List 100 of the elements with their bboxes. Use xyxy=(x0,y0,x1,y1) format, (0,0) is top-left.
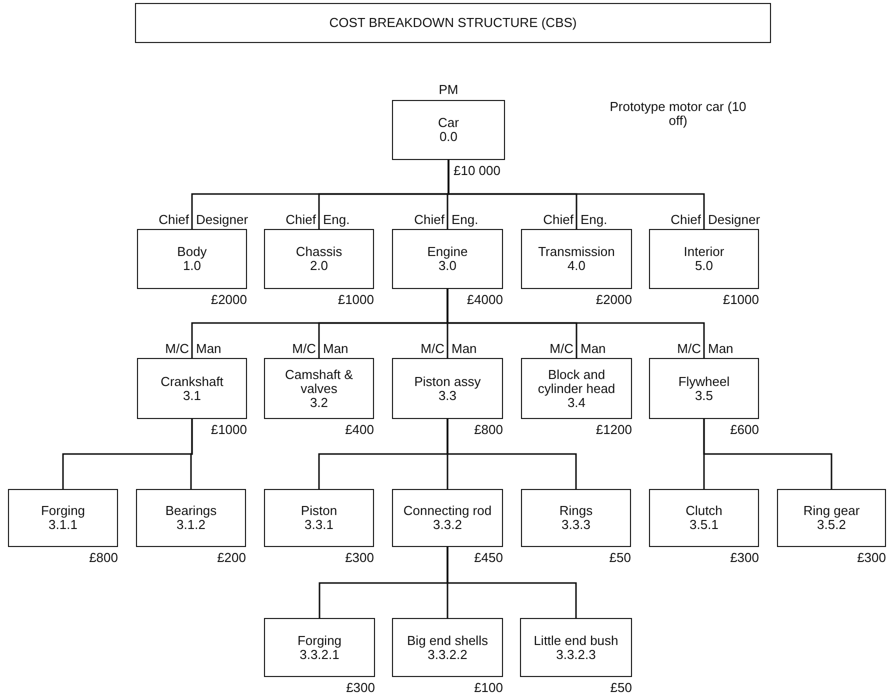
element-name: Connecting rod xyxy=(402,504,493,518)
role-label: Designer xyxy=(708,213,760,227)
cost-label: £800 xyxy=(89,551,118,565)
element-code: 3.1.2 xyxy=(176,518,206,532)
element-code: 3.3.2.3 xyxy=(555,648,597,662)
cost-element-box xyxy=(649,229,759,289)
cost-label: £4000 xyxy=(466,293,503,307)
element-name: Car xyxy=(437,116,460,130)
element-code: 1.0 xyxy=(182,259,202,273)
cost-label: £300 xyxy=(730,551,759,565)
cost-element-box xyxy=(137,358,247,419)
element-name: Forging xyxy=(296,634,343,648)
element-code: 3.2 xyxy=(308,396,330,410)
element-name: Little end bush xyxy=(532,634,620,648)
role-label: M/C xyxy=(550,342,574,356)
element-code: 3.4 xyxy=(567,396,587,410)
cost-element-box xyxy=(137,229,247,289)
element-name: Transmission xyxy=(537,245,616,259)
element-code: 3.3.2 xyxy=(433,518,462,532)
element-name: Body xyxy=(176,245,208,259)
cost-element-box xyxy=(8,489,118,547)
cost-element-box xyxy=(264,489,374,547)
role-label: M/C xyxy=(292,342,316,356)
element-name: Crankshaft xyxy=(160,374,224,388)
element-name: Camshaft & valves xyxy=(284,368,354,396)
element-code: 3.5 xyxy=(694,388,714,402)
element-code: 4.0 xyxy=(566,259,587,273)
cost-label: £300 xyxy=(346,681,375,695)
element-name: Flywheel xyxy=(677,374,731,388)
element-name: Rings xyxy=(558,504,594,518)
cost-element-box xyxy=(521,229,632,289)
connector-line xyxy=(190,419,193,489)
cost-element-box xyxy=(520,618,632,677)
cost-label: £400 xyxy=(345,423,374,437)
cost-label: £2000 xyxy=(210,293,247,307)
connector-line xyxy=(448,160,705,229)
role-label: Man xyxy=(196,342,222,356)
role-label: Designer xyxy=(196,213,248,227)
cost-label: £300 xyxy=(857,551,886,565)
cost-label: £10 000 xyxy=(454,164,500,178)
cost-element-box xyxy=(136,489,246,547)
element-code: 3.1.1 xyxy=(48,518,78,532)
cost-element-box xyxy=(777,489,886,547)
cost-element-box xyxy=(392,618,503,677)
cost-label: £1000 xyxy=(210,423,247,437)
role-label: Chief xyxy=(286,213,316,227)
role-label: Chief xyxy=(158,213,189,227)
element-code: 2.0 xyxy=(308,259,330,273)
element-name: Chassis xyxy=(294,245,344,259)
element-name: Piston xyxy=(300,504,338,518)
role-label: PM xyxy=(438,83,460,97)
element-code: 3.3.2.2 xyxy=(426,648,468,662)
cost-label: £100 xyxy=(474,681,503,695)
connector-line xyxy=(703,419,832,489)
element-name: Interior xyxy=(682,245,726,259)
element-code: 3.3 xyxy=(437,388,457,402)
element-name: Forging xyxy=(40,504,86,518)
cost-element-box xyxy=(264,229,374,289)
element-code: 5.0 xyxy=(694,259,714,273)
element-code: 3.3.3 xyxy=(562,518,590,532)
cost-element-box xyxy=(649,489,759,547)
cost-element-box xyxy=(264,358,374,419)
cost-element-box xyxy=(392,100,505,160)
cost-label: £800 xyxy=(474,423,503,437)
element-name: Piston assy xyxy=(413,374,482,388)
cost-label: £600 xyxy=(730,423,759,437)
role-label: Chief xyxy=(670,213,701,227)
connector-line xyxy=(446,547,577,618)
role-label: Eng. xyxy=(452,213,478,227)
element-name: Clutch xyxy=(684,504,724,518)
element-code: 3.0 xyxy=(438,259,457,273)
element-code: 3.3.1 xyxy=(304,518,334,532)
cost-label: £50 xyxy=(610,681,632,695)
cost-label: £1000 xyxy=(722,293,759,307)
element-code: 3.5.1 xyxy=(688,518,720,532)
role-label: Man xyxy=(323,342,348,356)
element-name: Big end shells xyxy=(406,634,489,648)
cost-element-box xyxy=(392,229,503,289)
role-label: M/C xyxy=(165,342,189,356)
element-code: 3.3.2.1 xyxy=(300,648,340,662)
element-code: 3.5.2 xyxy=(817,518,846,532)
cost-label: £1000 xyxy=(338,293,374,307)
cost-element-box xyxy=(392,358,503,419)
cost-label: £2000 xyxy=(596,293,632,307)
cost-element-box xyxy=(392,489,503,547)
role-label: Man xyxy=(708,342,734,356)
connector-line xyxy=(446,289,705,358)
role-label: Eng. xyxy=(323,213,350,227)
element-name: Ring gear xyxy=(802,504,861,518)
role-label: Eng. xyxy=(580,213,608,227)
element-name: Engine xyxy=(426,245,469,259)
element-code: 0.0 xyxy=(438,130,459,144)
element-code: 3.1 xyxy=(182,388,202,402)
role-label: Chief xyxy=(543,213,574,227)
role-label: M/C xyxy=(420,342,444,356)
element-name: Bearings xyxy=(164,504,218,518)
cost-element-box xyxy=(264,618,375,677)
role-label: Man xyxy=(452,342,477,356)
title-box: COST BREAKDOWN STRUCTURE (CBS) xyxy=(135,3,771,43)
element-name: Block and cylinder head xyxy=(536,368,616,396)
